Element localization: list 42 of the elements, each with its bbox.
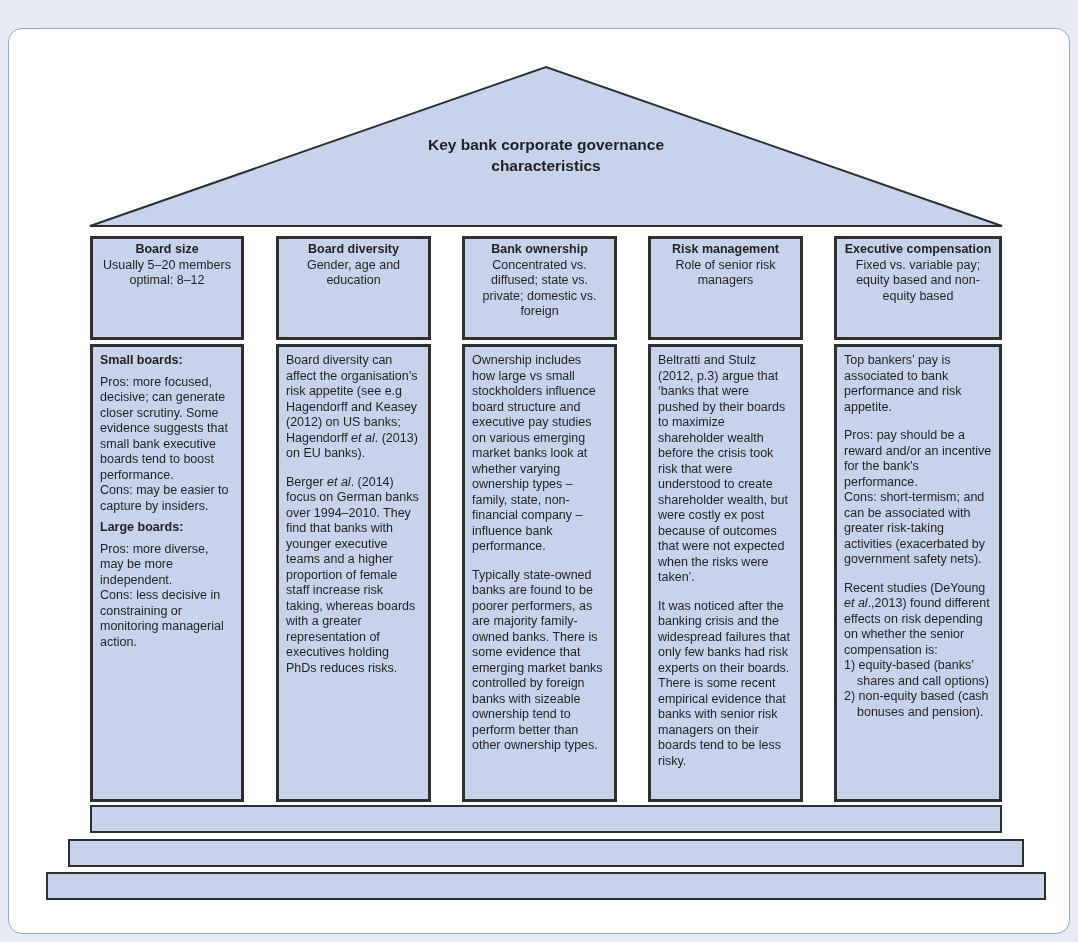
paragraph: It was noticed after the banking crisis and the widespread failures that only few banks had risk experts on their boards. There is some recent empirical evidence that banks with senior risk managers on their boards tend to be less risky. [658, 598, 792, 769]
heading-text: Bank ownership [490, 242, 589, 258]
capital-panel [834, 236, 1002, 340]
column-panel [648, 344, 803, 802]
column-panel [462, 344, 617, 802]
paragraph: Berger et al. (2014) focus on German banks over 1994–2010. They find that banks with younger executive teams and a higher proportion of female staff increase risk taking, whereas boards with a greater representation of executives holding PhDs reduces risks. [286, 474, 420, 676]
paragraph: Recent studies (DeYoung et al.,2013) found different effects on risk depending on whether the senior compensation is: [844, 580, 991, 658]
description-text: Usually 5–20 members optimal: 8–12 [102, 257, 232, 289]
paragraph: Beltratti and Stulz (2012, p.3) argue that ‘banks that were pushed by their boards to maximize shareholder wealth before the crisis took risk that were understood to create shareholder wealth, but were costly ex post because of outcomes that were not expected when the risks were taken’. [658, 353, 789, 586]
capital-panel [90, 236, 244, 340]
paragraph: Top bankers’ pay is associated to bank performance and risk appetite. [844, 353, 963, 415]
list-item: 2) non-equity based (cash bonuses and pension). [844, 689, 990, 720]
description-text: Gender, age and education [305, 257, 402, 289]
heading-text: Risk management [671, 242, 780, 258]
step-bar [68, 839, 1024, 867]
description-text: Role of senior risk managers [674, 257, 777, 289]
subheading-text: Small boards: [100, 353, 184, 369]
step-bar [46, 872, 1046, 900]
heading-text: Board diversity [307, 242, 400, 258]
column-panel [276, 344, 431, 802]
paragraph: Pros: more diverse, may be more independent. [100, 541, 210, 588]
paragraph: Cons: may be easier to capture by insiders. [100, 483, 230, 514]
paragraph: Pros: pay should be a reward and/or an incentive for the bank’s performance. [844, 428, 992, 490]
paragraph: Ownership includes how large vs small stockholders influence board structure and executive pay studies on various emerging market banks look at whether varying ownership types – family, state, non-financial company – influence bank performance. [472, 353, 597, 555]
paragraph: Typically state-owned banks are found to be poorer performers, as are majority family-owned banks. There is some evidence that emerging market banks controlled by foreign banks with sizeable ownership tend to perform better than other ownership types. [472, 567, 604, 754]
title-text: Key bank corporate governance characteristics [426, 135, 665, 176]
description-text: Fixed vs. variable pay; equity based and non-equity based [854, 257, 982, 304]
paragraph: Cons: less decisive in constraining or monitoring managerial action. [100, 588, 225, 650]
step-bar [90, 805, 1002, 833]
heading-text: Executive compensation [843, 242, 993, 258]
heading-text: Board size [134, 242, 200, 258]
capital-panel [462, 236, 617, 340]
column-panel [90, 344, 244, 802]
subheading-text: Large boards: [100, 520, 185, 536]
description-text: Concentrated vs. diffused; state vs. private; domestic vs. foreign [481, 257, 598, 320]
paragraph: Cons: short-termism; and can be associated with greater risk-taking activities (exacerbated by government safety nets). [844, 490, 987, 568]
paragraph: Pros: more focused, decisive; can generate closer scrutiny. Some evidence suggests that small bank executive boards tend to boost performance. [100, 374, 229, 483]
paragraph: Board diversity can affect the organisation’s risk appetite (see e.g Hagendorff and Keasey (2012) on US banks; Hagendorff et al. (2013) on EU banks). [286, 353, 419, 462]
column-panel [834, 344, 1002, 802]
capital-panel [648, 236, 803, 340]
capital-panel [276, 236, 431, 340]
list-item: 1) equity-based (banks’ shares and call options) [844, 658, 991, 689]
